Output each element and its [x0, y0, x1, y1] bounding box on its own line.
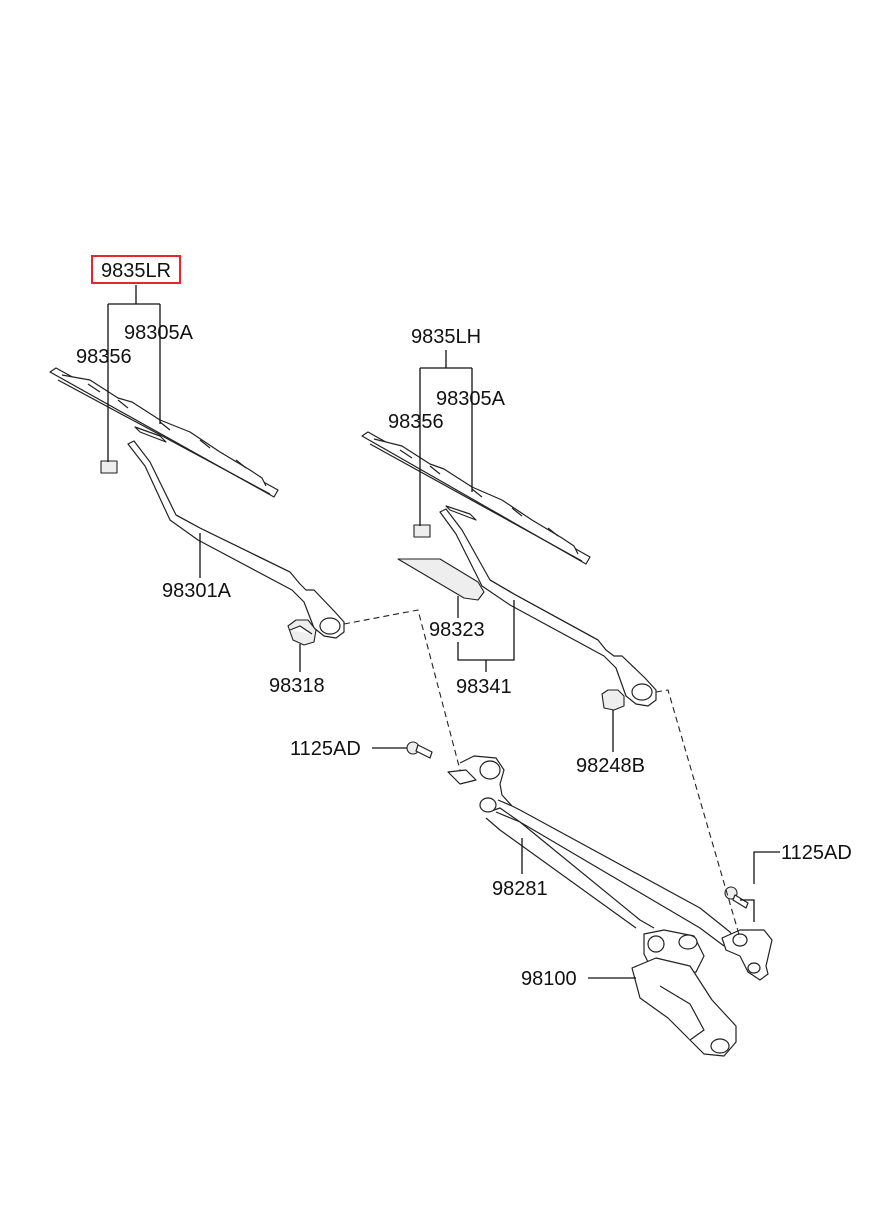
bolt-right[interactable] [724, 886, 749, 909]
wiper-blade-rh[interactable] [49, 367, 279, 498]
alignment-line-lh [655, 689, 741, 939]
label-blade-rh[interactable]: 98305A [124, 322, 194, 344]
label-insert-lh[interactable]: 98356 [388, 411, 444, 433]
leader-98341 [457, 600, 515, 672]
wiper-motor[interactable] [631, 929, 737, 1057]
label-assembly-lh[interactable]: 9835LH [411, 326, 481, 348]
leader-9835lh [419, 350, 473, 526]
blade-insert-rh[interactable] [100, 460, 118, 474]
pivot-nut-lh[interactable] [601, 689, 625, 711]
bolt-upper[interactable] [406, 741, 433, 759]
label-blade-lh[interactable]: 98305A [436, 388, 506, 410]
label-arm-rh[interactable]: 98301A [162, 580, 232, 602]
label-linkage[interactable]: 98281 [492, 878, 548, 900]
highlight-box [91, 255, 181, 284]
label-bolt-upper[interactable]: 1125AD [290, 738, 361, 760]
label-bolt-right[interactable]: 1125AD [781, 842, 852, 864]
label-insert-rh[interactable]: 98356 [76, 346, 132, 368]
wiper-linkage[interactable] [447, 755, 773, 981]
wiper-arm-lh[interactable] [439, 508, 657, 707]
arm-cover-lh[interactable] [397, 558, 485, 601]
alignment-line-rh [343, 609, 461, 771]
label-assembly-rh[interactable]: 9835LR [101, 260, 171, 282]
pivot-cap-rh[interactable] [287, 619, 317, 646]
leader-1125ad-right [740, 851, 780, 922]
label-cover-lh[interactable]: 98323 [429, 619, 485, 641]
label-motor[interactable]: 98100 [521, 968, 577, 990]
wiper-blade-lh[interactable] [361, 431, 591, 565]
label-nut-lh[interactable]: 98248B [576, 755, 645, 777]
label-cap-rh[interactable]: 98318 [269, 675, 325, 697]
blade-insert-lh[interactable] [413, 524, 431, 538]
leader-9835lr [107, 285, 161, 462]
label-arm-lh[interactable]: 98341 [456, 676, 512, 698]
wiper-arm-rh[interactable] [127, 440, 345, 639]
